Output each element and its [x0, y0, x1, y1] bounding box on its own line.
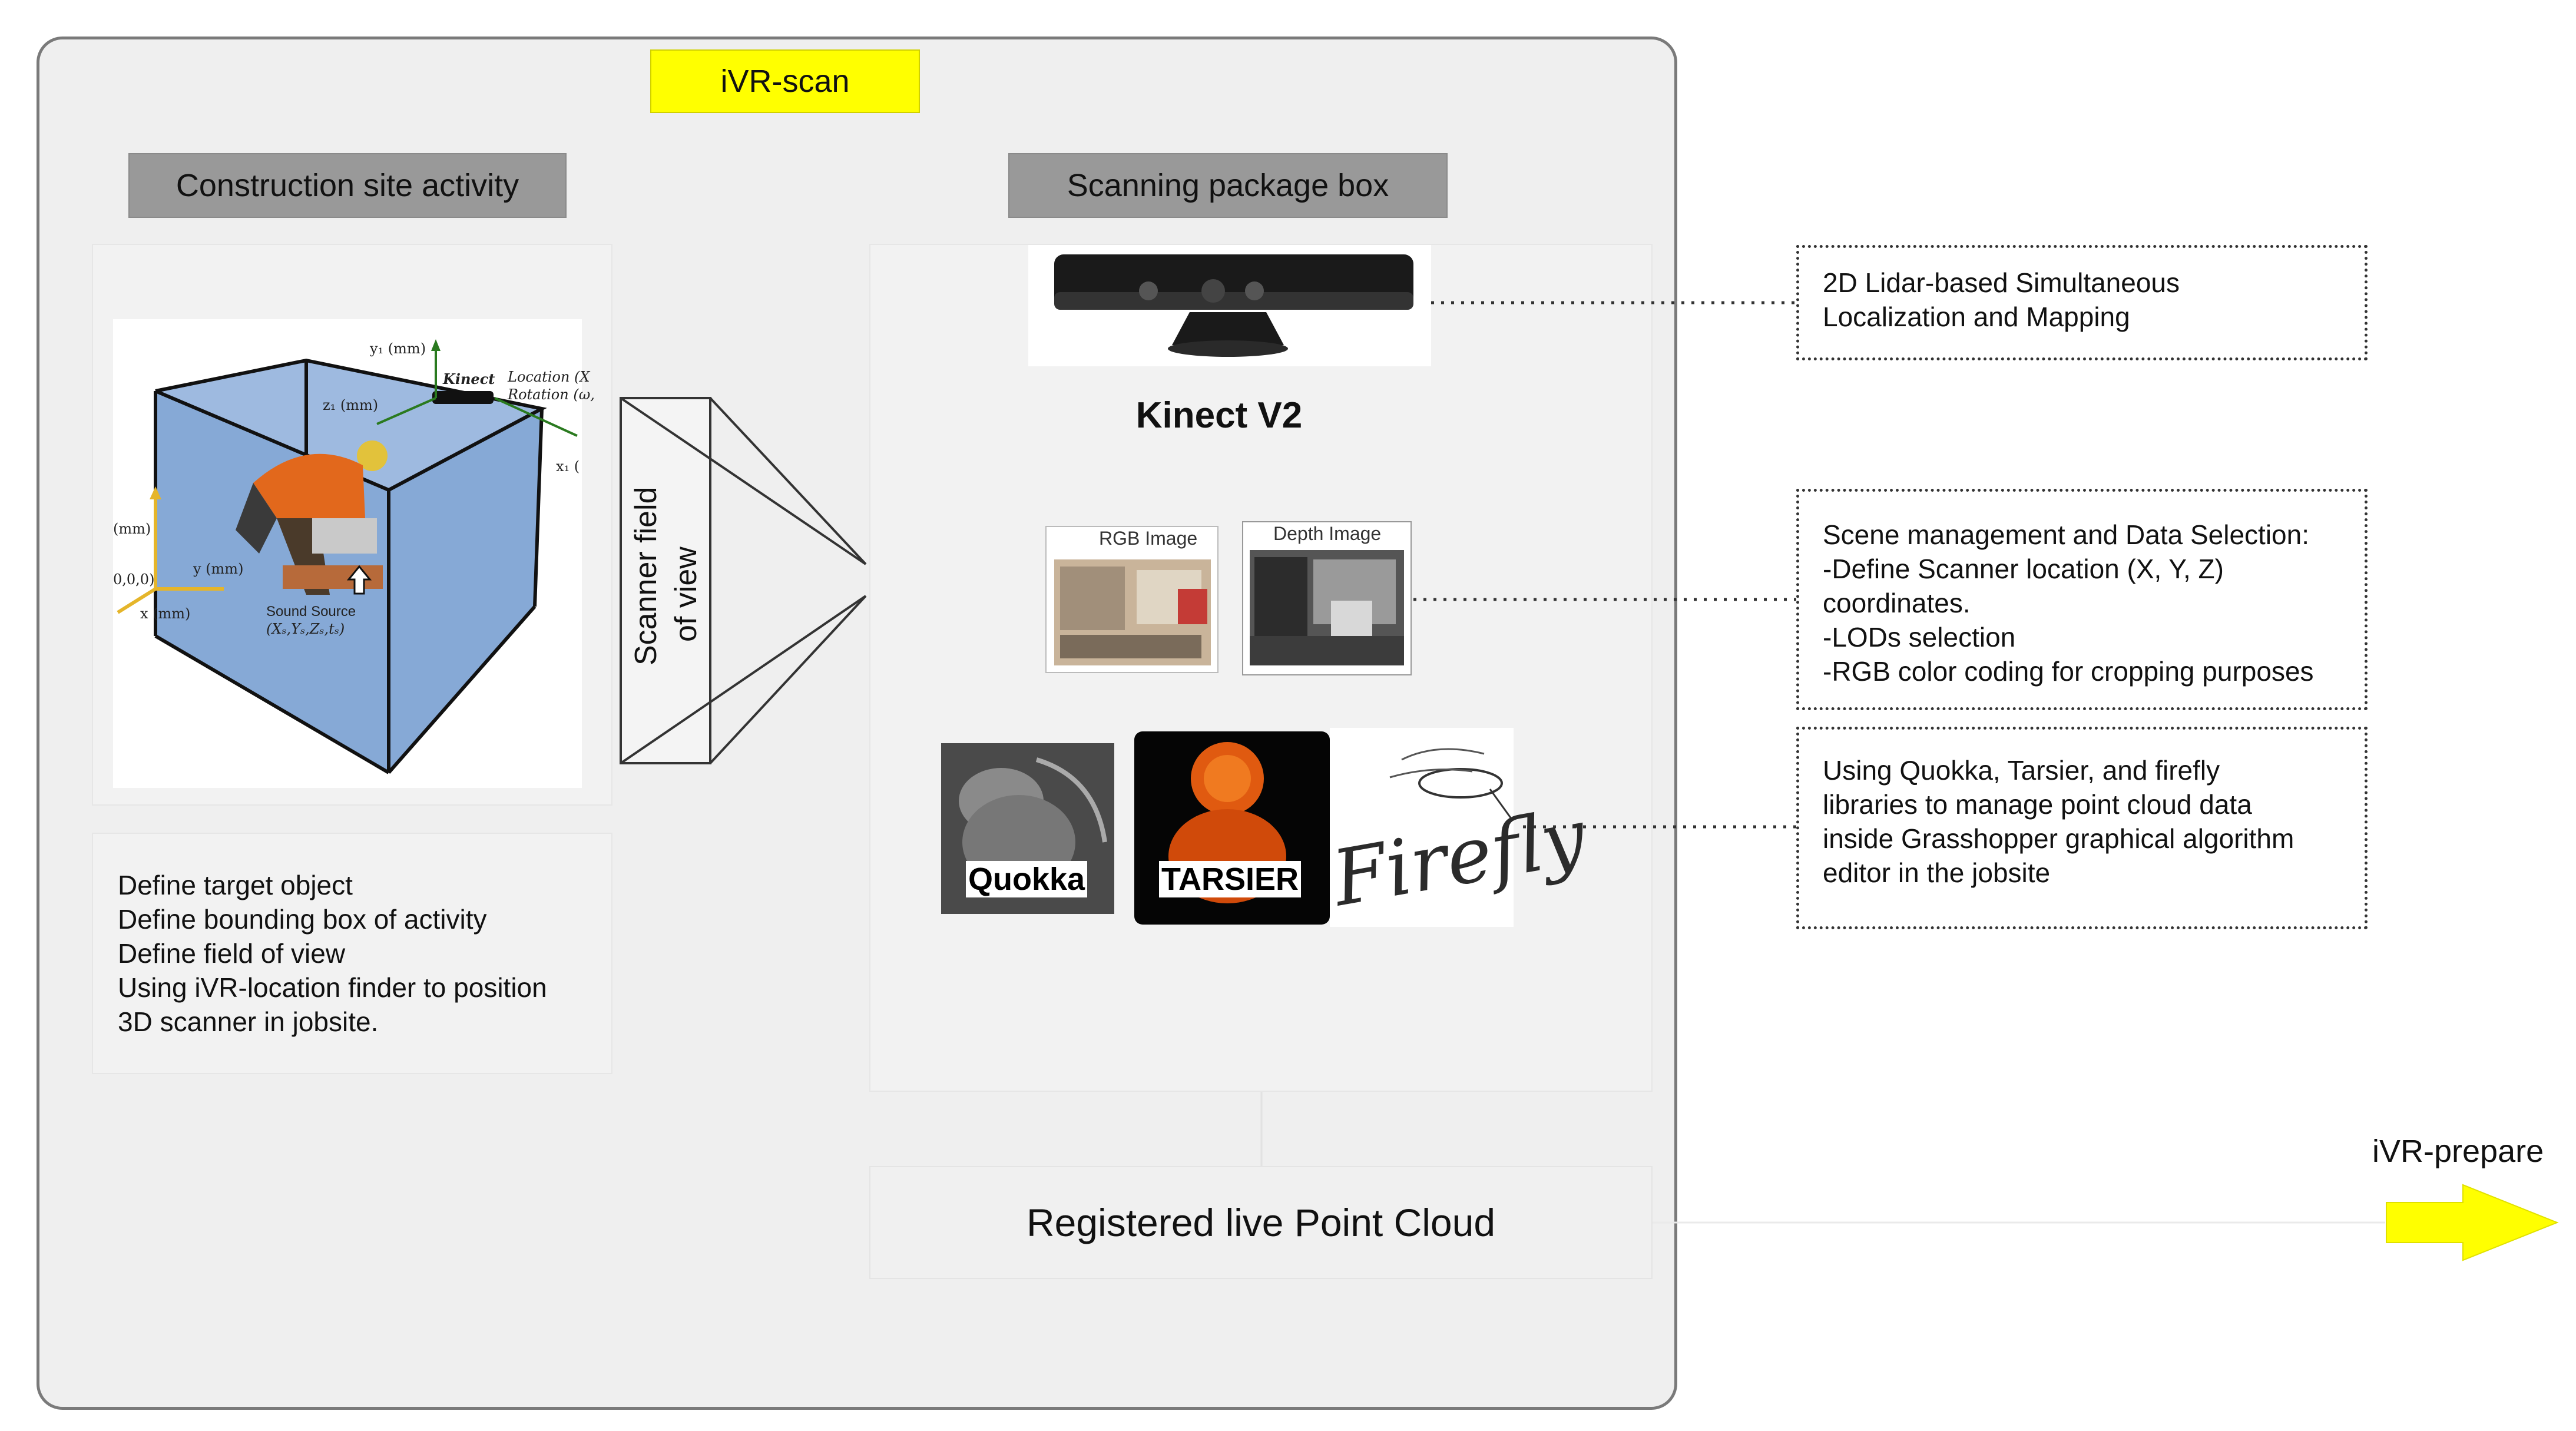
- activity-step: Define field of view: [118, 938, 346, 969]
- activity-step: 3D scanner in jobsite.: [118, 1006, 379, 1037]
- libraries-note: Using Quokka, Tarsier, and firefly libra…: [1796, 727, 2368, 929]
- fig-sound-source-label: Sound Source: [266, 604, 356, 620]
- title-text: iVR-scan: [720, 64, 850, 99]
- note-line: editor in the jobsite: [1823, 857, 2051, 888]
- next-step-label: iVR-prepare: [2372, 1134, 2544, 1169]
- note-line: Localization and Mapping: [1823, 302, 2130, 332]
- note-line: -RGB color coding for cropping purposes: [1823, 656, 2314, 687]
- fig-kinect-label: Kinect: [442, 370, 495, 387]
- tarsier-label: TARSIER: [1159, 861, 1302, 897]
- fig-z1-label: z₁ (mm): [323, 397, 378, 413]
- note-line: Scene management and Data Selection:: [1823, 519, 2309, 550]
- note-line: Using Quokka, Tarsier, and firefly: [1823, 755, 2220, 786]
- fig-sound-coords-label: (Xₛ,Yₛ,Zₛ,tₛ): [266, 621, 345, 637]
- note-line: -Define Scanner location (X, Y, Z): [1823, 554, 2224, 584]
- scanning-header: Scanning package box: [1008, 153, 1448, 218]
- fov-label: Scanner field of view: [629, 489, 703, 665]
- construction-figure: [113, 319, 582, 788]
- fig-x1-label: x₁ (: [556, 458, 580, 475]
- scene-note: Scene management and Data Selection: -De…: [1796, 489, 2368, 710]
- fig-rotation-label: Rotation (ω,: [507, 386, 595, 403]
- activity-header: Construction site activity: [128, 153, 567, 218]
- depth-image-label: Depth Image: [1273, 523, 1382, 544]
- quokka-label: Quokka: [966, 861, 1088, 897]
- fig-location-label: Location (X: [507, 369, 590, 385]
- field-of-view-shape: [620, 397, 867, 764]
- note-line: inside Grasshopper graphical algorithm: [1823, 823, 2294, 854]
- point-cloud-text: Registered live Point Cloud: [1026, 1201, 1496, 1244]
- activity-steps: Define target object Define bounding box…: [118, 868, 547, 1039]
- diagram-title: iVR-scan: [650, 49, 920, 113]
- note-line: 2D Lidar-based Simultaneous: [1823, 267, 2180, 298]
- activity-steps-panel: [92, 833, 612, 1074]
- note-line: coordinates.: [1823, 588, 1971, 618]
- fov-label-line-2: of view: [669, 546, 703, 642]
- activity-step: Define bounding box of activity: [118, 904, 487, 935]
- kinect-label: Kinect V2: [1135, 395, 1303, 436]
- rgb-image: [1045, 526, 1219, 673]
- fig-y-label: y (mm): [193, 561, 243, 577]
- fig-origin-label: 0,0,0): [113, 571, 154, 588]
- fov-label-line-1: Scanner field: [629, 489, 663, 665]
- point-cloud-box: Registered live Point Cloud: [869, 1166, 1653, 1279]
- fig-mm-label: (mm): [113, 521, 151, 537]
- note-line: -LODs selection: [1823, 622, 2016, 652]
- activity-step: Define target object: [118, 870, 353, 900]
- scanning-header-text: Scanning package box: [1067, 168, 1389, 203]
- firefly-logo-image: [1330, 728, 1514, 927]
- figure-labels: y₁ (mm) z₁ (mm) x₁ ( Kinect Location (X …: [113, 340, 595, 637]
- activity-header-text: Construction site activity: [176, 168, 519, 203]
- activity-step: Using iVR-location finder to position: [118, 972, 547, 1003]
- slam-note: 2D Lidar-based Simultaneous Localization…: [1796, 245, 2368, 360]
- kinect-device-image: [1028, 245, 1431, 366]
- rgb-image-label: RGB Image: [1099, 528, 1198, 549]
- fig-y1-label: y₁ (mm): [369, 340, 426, 357]
- depth-image: [1242, 521, 1412, 675]
- fig-x-label: x (mm): [140, 605, 190, 622]
- prepare-arrow-icon: [2386, 1184, 2559, 1261]
- note-line: libraries to manage point cloud data: [1823, 789, 2252, 820]
